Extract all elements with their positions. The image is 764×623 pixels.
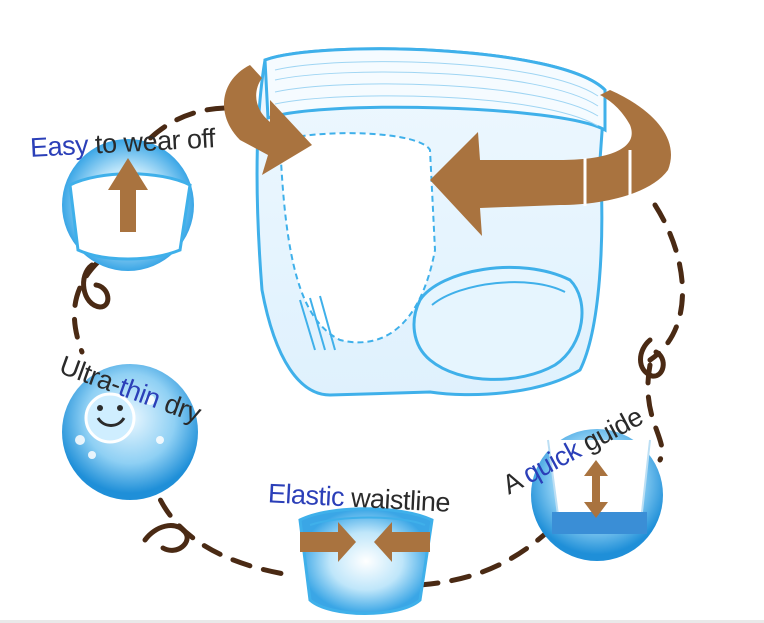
dash-loop-bottom-left xyxy=(142,523,190,553)
feature-bubble-easy xyxy=(62,139,194,271)
dash-loop-right xyxy=(638,337,666,379)
feature-bubble-quick xyxy=(531,429,663,561)
dash-loop-left xyxy=(81,262,111,310)
arrow-divider-lines xyxy=(583,150,632,206)
feature-bubble-thin xyxy=(62,364,198,500)
arrow-inward-icon xyxy=(300,522,356,562)
arrow-inward-icon-right xyxy=(374,522,430,562)
diaper-main-illustration xyxy=(255,47,607,397)
feature-bubble-elastic xyxy=(298,507,434,615)
arrow-up-icon xyxy=(108,158,148,232)
arrow-updown-icon xyxy=(584,460,608,518)
smiley-drop-icon xyxy=(96,405,126,427)
bottom-divider xyxy=(0,620,764,623)
rotate-arrows-icon xyxy=(223,65,671,236)
